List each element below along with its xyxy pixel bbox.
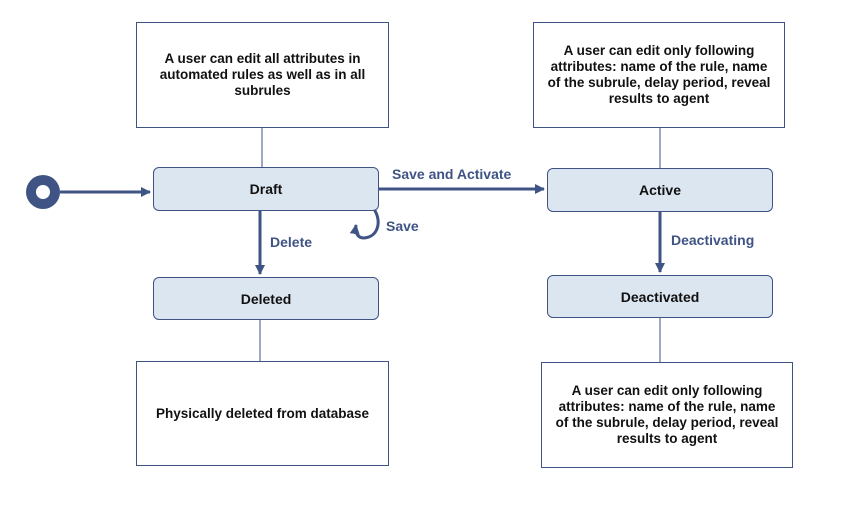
save-label: Save <box>386 218 419 234</box>
draft-note-text: A user can edit all attributes in automa… <box>159 51 366 98</box>
state-deleted: Deleted <box>153 277 379 320</box>
initial-state-node-inner <box>36 185 50 199</box>
delete-label: Delete <box>270 234 313 250</box>
state-draft: Draft <box>153 167 379 211</box>
deleted-note: Physically deleted from database <box>136 361 389 466</box>
state-active: Active <box>547 168 773 212</box>
state-draft-label: Draft <box>249 181 283 197</box>
state-deactivated-label: Deactivated <box>620 288 700 305</box>
active-note: A user can edit only following attribute… <box>533 22 785 128</box>
deactivated-note: A user can edit only following attribute… <box>541 362 793 468</box>
draft-note: A user can edit all attributes in automa… <box>136 22 389 128</box>
save-loop-arrow <box>349 208 380 240</box>
deactivating-label: Deactivating <box>671 232 755 248</box>
save-and-activate-label: Save and Activate <box>392 166 512 182</box>
active-note-text: A user can edit only following attribute… <box>547 43 771 106</box>
state-active-label: Active <box>638 182 682 198</box>
deleted-note-text: Physically deleted from database <box>155 405 370 421</box>
state-deactivated: Deactivated <box>547 275 773 318</box>
deactivated-note-text: A user can edit only following attribute… <box>555 383 779 446</box>
state-deleted-label: Deleted <box>240 290 292 307</box>
